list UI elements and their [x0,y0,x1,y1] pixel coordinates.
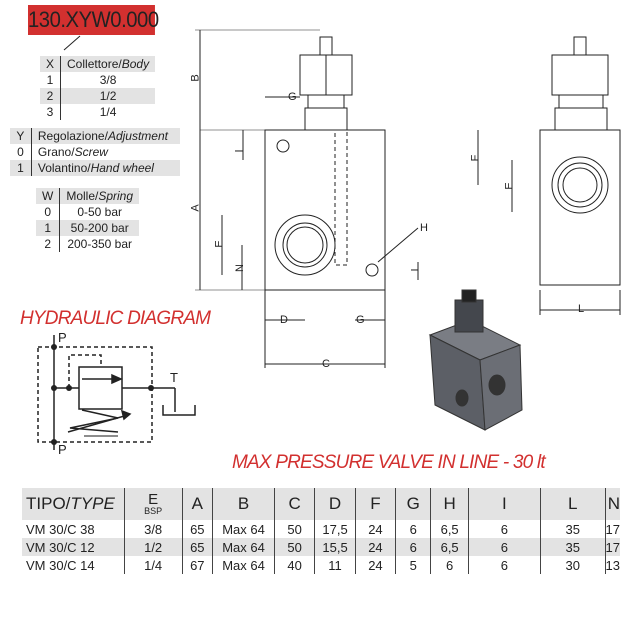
table-cell: Molle/Spring [59,188,140,204]
table-cell: 67 [182,556,214,574]
port-p-label: P [58,330,67,345]
table-cell: 5 [395,556,432,574]
table-cell: VM 30/C 14 [22,556,125,574]
table-cell: 6,5 [430,520,469,538]
table-cell: 2 [40,88,62,104]
product-code-badge: 130.XYW0.000 [28,5,159,35]
product-title: MAX PRESSURE VALVE IN LINE - 30 lt [232,452,546,473]
table-cell: 1/4 [99,105,117,119]
col-header: Collettore/Body [60,56,156,72]
table-cell: 3/8 [124,520,183,538]
front-view-drawing [195,29,419,368]
table-cell: Max 64 [212,538,275,556]
port-p-label: P [58,442,67,457]
table-cell: 6 [395,520,432,538]
table-cell: 24 [355,520,397,538]
table-cell: Y [10,128,32,144]
dim-c-label: C [322,358,330,370]
port-t-label: T [170,370,178,385]
table-cell: 50 [274,520,316,538]
side-view-drawing [477,36,621,315]
table-cell: 1/4 [124,556,183,574]
dim-n-label: N [233,264,246,272]
table-cell: 200-350 bar [67,237,133,251]
table-cell: 1 [36,220,61,236]
table-cell: 6 [468,538,541,556]
table-cell: 2 [36,236,61,252]
table-cell: 17 [605,538,620,556]
table-cell: Max 64 [212,556,275,574]
table-cell: 17,5 [314,520,356,538]
table-cell: 40 [274,556,316,574]
dim-i-label: I [233,149,246,153]
dim-l-label: L [578,303,585,315]
table-cell: 11 [314,556,356,574]
hydraulic-diagram [37,335,196,450]
dim-d-label: D [280,314,288,326]
table-cell: 65 [182,538,214,556]
table-cell: 3 [40,104,62,120]
hydraulic-diagram-title: HYDRAULIC DIAGRAM [20,308,211,329]
dim-e-label: E [503,182,516,190]
table-cell: Regolazione/Adjustment [31,128,180,144]
table-cell: 1 [40,72,62,88]
dim-g-label: G [356,314,365,326]
table-cell: 13 [605,557,620,573]
table-cell: Max 64 [212,520,275,538]
dim-b-label: B [189,74,202,82]
table-cell: 50 [274,538,316,556]
table-cell: 15,5 [314,538,356,556]
valve-3d-image [428,289,523,431]
table-cell: VM 30/C 12 [22,538,125,556]
table-cell: Grano/Screw [37,145,108,159]
table-cell: 0 [10,144,32,160]
table-cell: 6 [468,520,541,538]
code-pointer-line [63,35,81,51]
col-header: X [40,56,62,72]
table-cell: 6 [468,556,541,574]
dim-e-label: E [213,240,226,248]
table-cell: 6 [395,538,432,556]
table-cell: VM 30/C 38 [22,520,125,538]
table-cell: 50-200 bar [59,220,140,236]
dim-i-label: I [409,268,422,272]
table-cell: 35 [540,538,606,556]
table-cell: 3/8 [99,73,117,87]
table-cell: 24 [355,556,397,574]
table-cell: W [36,188,61,204]
table-cell: 65 [182,520,214,538]
table-cell: 6,5 [430,538,469,556]
table-cell: 6 [430,556,469,574]
table-cell: 0 [36,204,61,220]
dim-a-label: A [189,204,202,212]
table-cell: 1/2 [60,88,156,104]
dim-f-label: F [469,154,482,162]
dim-h-label: H [420,222,428,234]
table-cell: 35 [540,520,606,538]
table-cell: Volantino/Hand wheel [31,160,180,176]
table-cell: 1 [10,160,32,176]
table-cell: 1/2 [124,538,183,556]
table-cell: 0-50 bar [77,205,123,219]
table-cell: 30 [540,556,606,574]
table-cell: 24 [355,538,397,556]
table-cell: 17 [605,521,620,537]
dim-g-label: G [288,91,297,103]
